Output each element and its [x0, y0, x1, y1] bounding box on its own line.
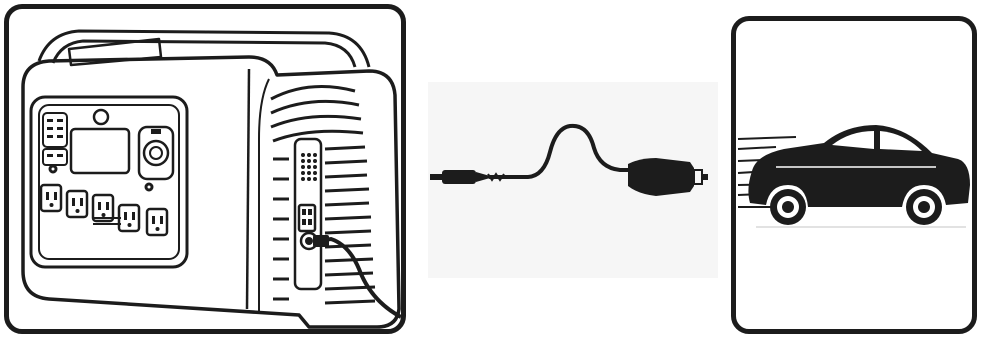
cable-illustration: [428, 82, 718, 278]
power-station-panel: [4, 4, 406, 334]
car-icon: [736, 21, 972, 329]
power-station-icon: [9, 9, 401, 329]
car-charger-cable-icon: [428, 82, 718, 278]
car-panel: [731, 16, 977, 334]
